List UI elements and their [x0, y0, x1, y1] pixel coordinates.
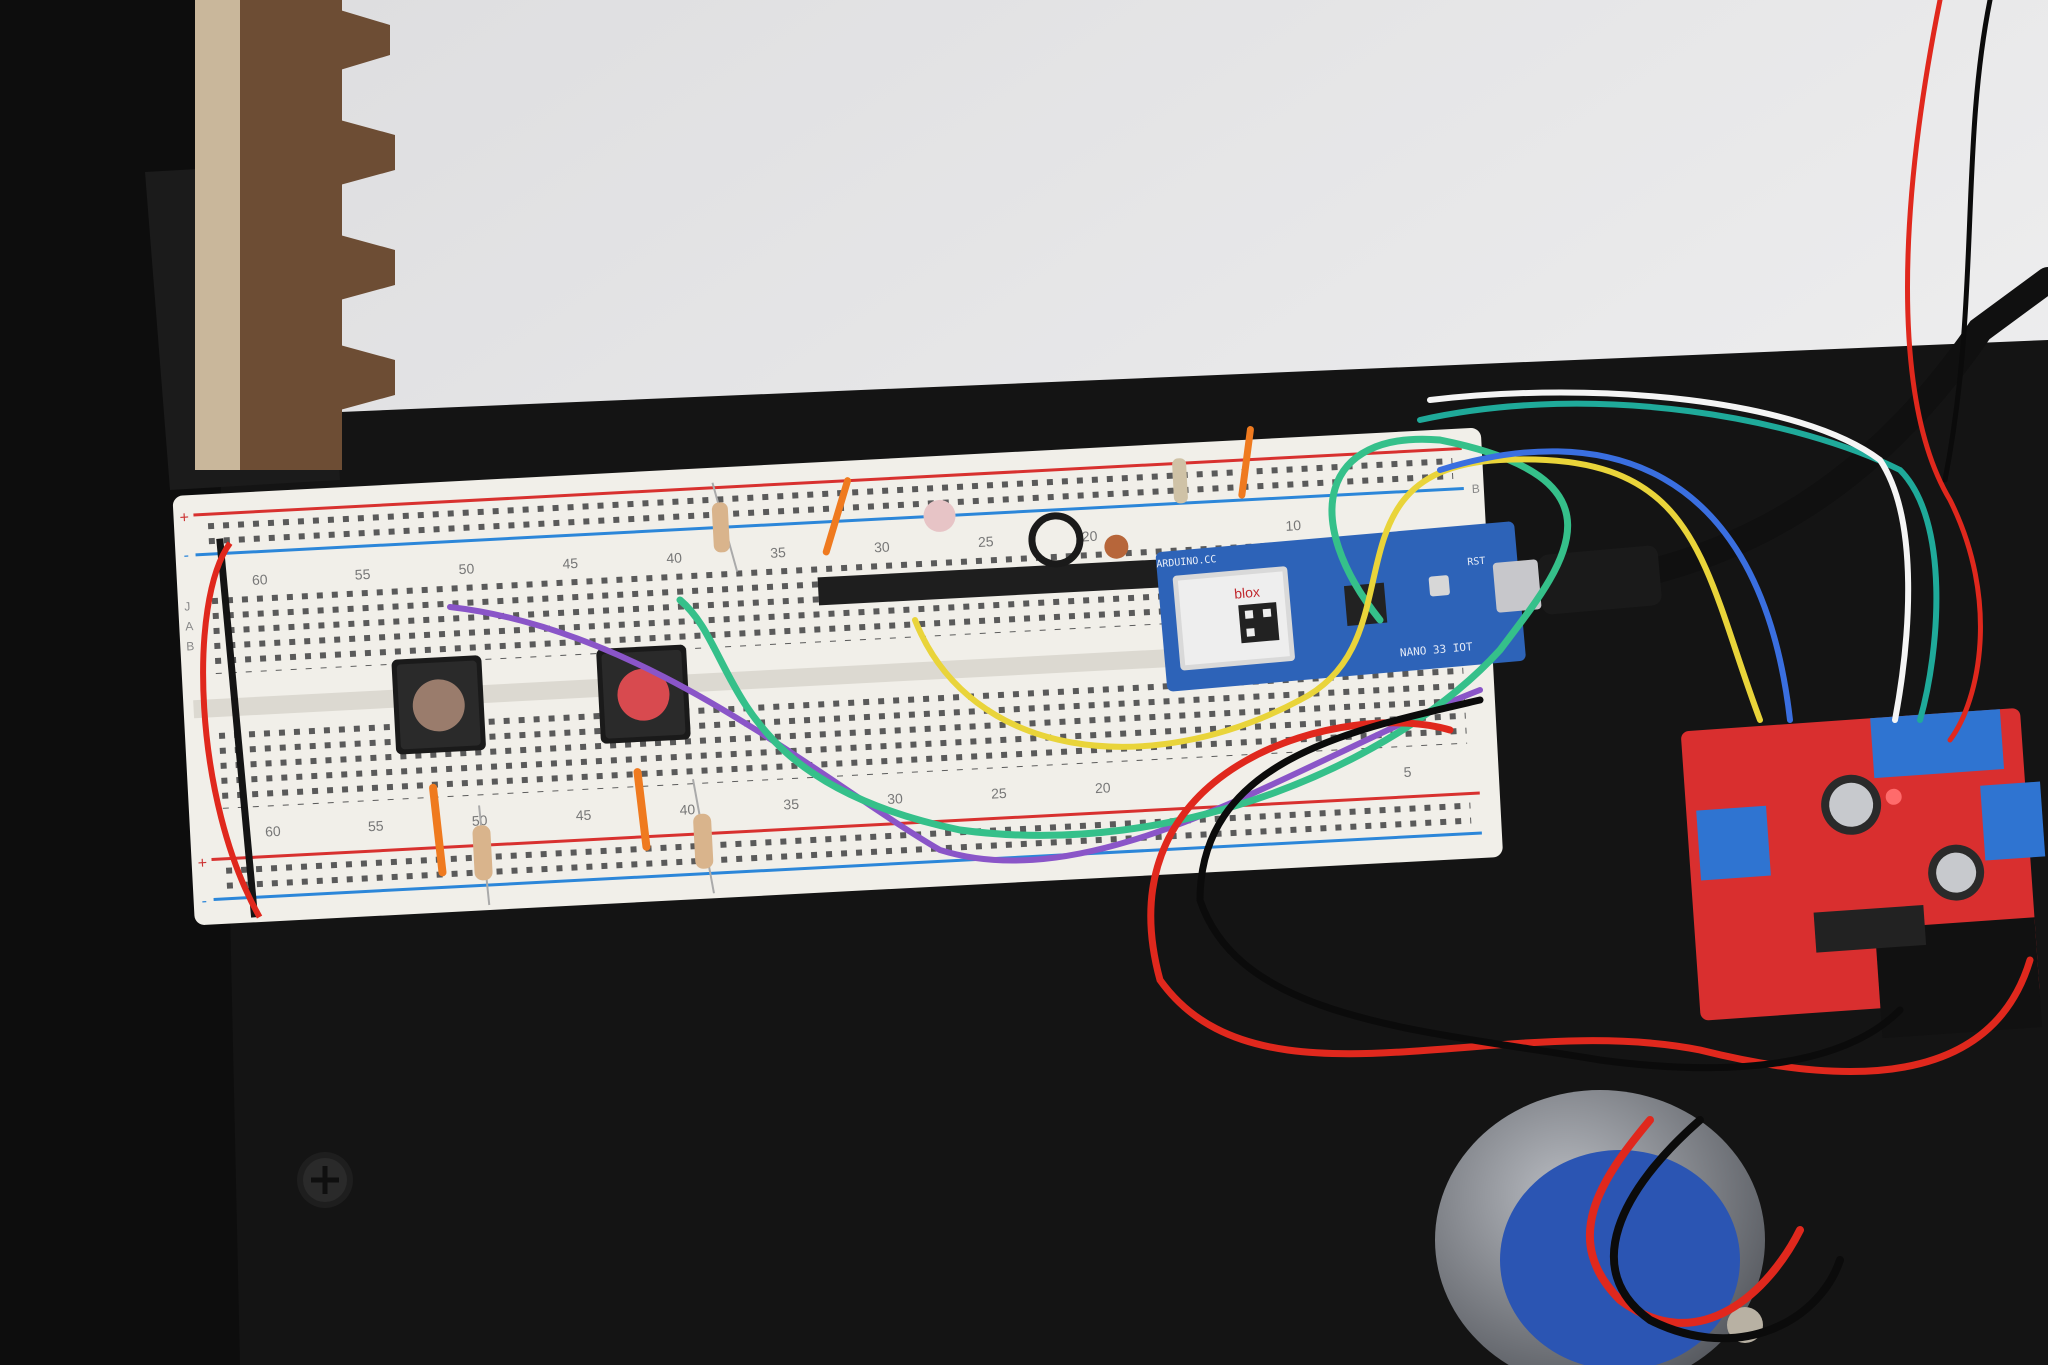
copper-coil [1104, 534, 1129, 559]
wooden-gear-rack [195, 0, 395, 470]
row-letter-right-b: B [1471, 482, 1480, 496]
driver-ic [1813, 904, 1927, 953]
orange-jumper-2 [633, 768, 651, 851]
top-rail-holes [203, 454, 1454, 548]
bb-bottom-num-40: 40 [679, 801, 696, 818]
bb-top-num-55: 55 [354, 566, 371, 583]
bottom-red-rail-line [211, 791, 1480, 861]
blue-wire [1437, 448, 1793, 723]
row-letter-a: A [185, 619, 194, 633]
top-blue-rail-line [195, 486, 1464, 557]
arduino-header-strip [817, 559, 1159, 606]
row-letter-b: B [186, 639, 195, 653]
ublox-brand-label: blox [1234, 584, 1261, 602]
resistor-4 [1172, 458, 1188, 504]
red-jumper-left [200, 541, 263, 919]
top-red-rail-line [193, 447, 1462, 517]
bb-top-num-60: 60 [252, 571, 269, 588]
rail-minus-bottom: - [201, 893, 207, 910]
bb-top-num-45: 45 [562, 555, 579, 572]
bb-bottom-num-20: 20 [1095, 779, 1112, 796]
push-button-tan[interactable] [391, 655, 486, 755]
screw-head-icon [297, 1152, 353, 1208]
black-motor-lead [1609, 1116, 1844, 1343]
bottom-terminal-holes [214, 663, 1468, 810]
power-led [1885, 788, 1902, 805]
resistor-1 [472, 805, 493, 906]
jumper-wires [447, 0, 2034, 1343]
red-motor-lead [1585, 1116, 1804, 1327]
bb-bottom-num-60: 60 [265, 823, 282, 840]
white-wire [1427, 389, 1912, 723]
rail-plus-bottom: + [197, 855, 207, 872]
arduino-brand-label: ARDUINO.CC [1156, 554, 1217, 570]
bb-bottom-num-5: 5 [1403, 764, 1412, 780]
arduino-model-label: NANO 33 IOT [1399, 640, 1473, 659]
usb-plug [1538, 545, 1662, 615]
orange-jumper-1 [429, 783, 447, 877]
bb-bottom-num-30: 30 [887, 790, 904, 807]
micro-usb-port [1492, 559, 1542, 613]
heat-sink [1874, 917, 2043, 1039]
push-button-red[interactable] [596, 644, 691, 744]
purple-wire [447, 604, 1483, 864]
yellow-wire [912, 456, 1763, 750]
black-power-wire [1942, 0, 1993, 483]
terminal-block-left [1696, 805, 1771, 881]
rail-plus-top: + [179, 509, 189, 526]
orange-jumper-3 [822, 477, 852, 556]
bb-top-num-35: 35 [770, 544, 787, 561]
qr-code-icon [1238, 602, 1280, 644]
center-channel [193, 632, 1483, 719]
row-letter-j: J [184, 599, 191, 613]
terminal-block-top [1870, 709, 2005, 779]
green-wire [676, 435, 1572, 839]
bb-bottom-num-45: 45 [575, 807, 592, 824]
bb-top-num-25: 25 [978, 533, 995, 550]
reset-label: RST [1467, 556, 1486, 569]
terminal-block-right [1980, 781, 2046, 861]
orange-jumper-4 [1238, 426, 1254, 499]
bb-top-num-30: 30 [874, 539, 891, 556]
inductor-coil [1028, 512, 1084, 568]
black-motor-wire [1196, 696, 1904, 1072]
bb-bottom-num-25: 25 [991, 785, 1008, 802]
rail-minus-top: - [183, 547, 189, 564]
led [923, 499, 956, 532]
arduino-nano-board: blox ARDUINO.CC NANO 33 IOT RST [1155, 521, 1542, 692]
bb-top-num-40: 40 [666, 549, 683, 566]
bottom-blue-rail-line [213, 831, 1482, 901]
resistor-3 [711, 482, 739, 572]
motor-driver-board [1681, 708, 2046, 1039]
red-motor-wire [1147, 719, 2034, 1076]
bb-top-num-10: 10 [1285, 517, 1302, 534]
bb-bottom-num-35: 35 [783, 796, 800, 813]
red-power-wire [1905, 0, 1983, 743]
resistor-2 [691, 779, 715, 894]
bb-top-num-20: 20 [1081, 528, 1098, 545]
black-jumper-red-end [216, 538, 259, 918]
bb-top-num-50: 50 [458, 560, 475, 577]
bb-bottom-num-55: 55 [368, 817, 385, 834]
reset-button[interactable] [1428, 575, 1450, 597]
